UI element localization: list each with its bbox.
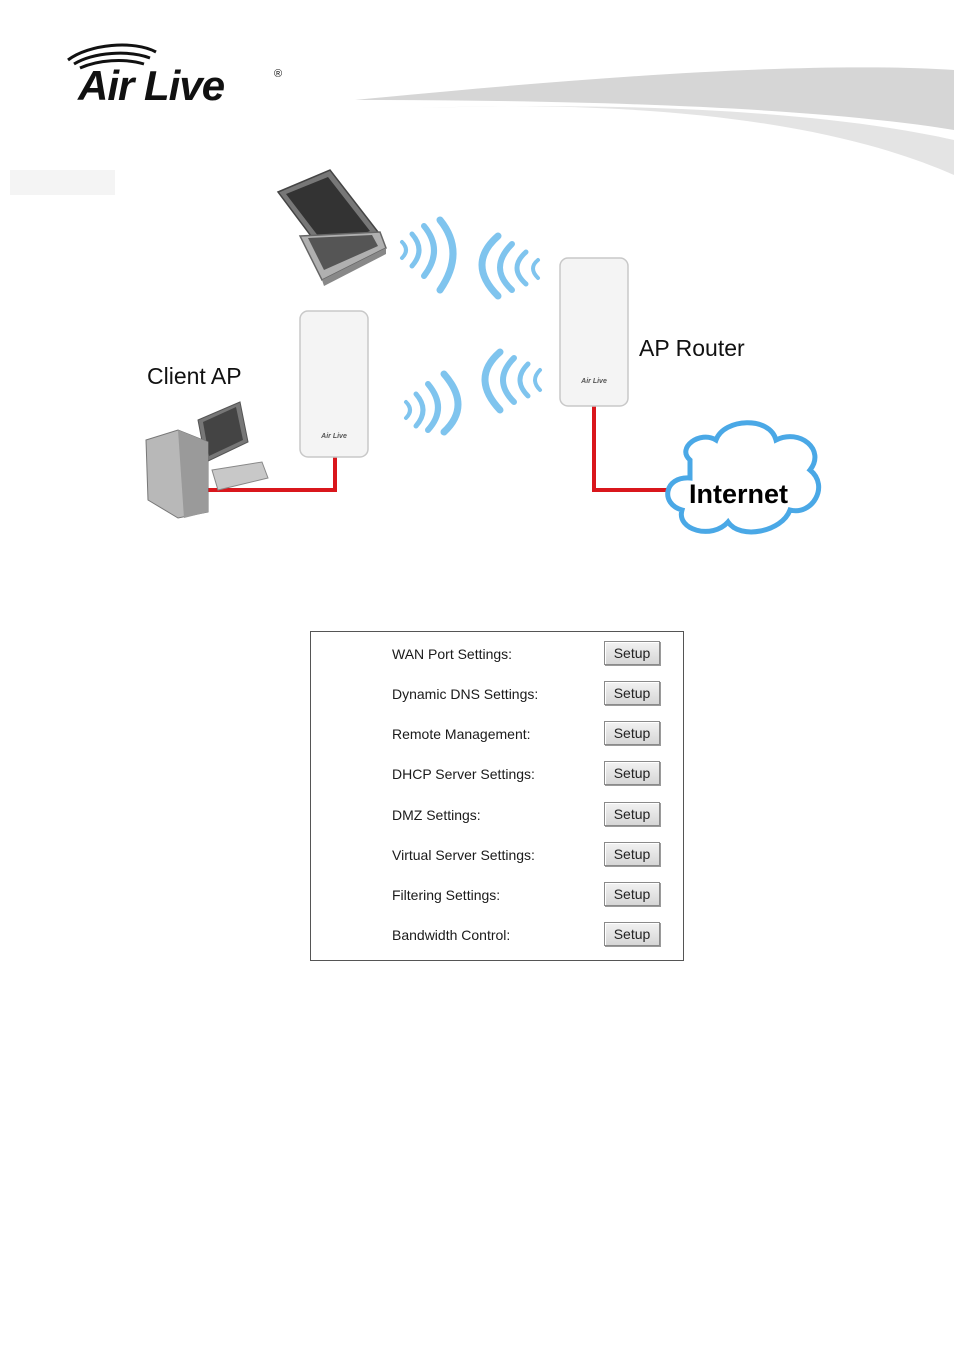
dmz-setup-button[interactable]: Setup bbox=[604, 802, 660, 826]
settings-panel: WAN Port Settings: Setup Dynamic DNS Set… bbox=[310, 631, 684, 961]
internet-label: Internet bbox=[689, 479, 788, 510]
dynamic-dns-settings-label: Dynamic DNS Settings: bbox=[392, 686, 538, 702]
logo-registered-mark: ® bbox=[274, 68, 282, 80]
client-ap-device: Air Live bbox=[300, 311, 368, 457]
dynamic-dns-setup-button[interactable]: Setup bbox=[604, 681, 660, 705]
settings-row-dmz: DMZ Settings: Setup bbox=[392, 802, 662, 828]
internet-cloud-icon bbox=[668, 423, 819, 532]
ap-router-label: AP Router bbox=[639, 335, 745, 362]
filtering-settings-label: Filtering Settings: bbox=[392, 887, 500, 903]
remote-management-label: Remote Management: bbox=[392, 726, 531, 742]
dmz-settings-label: DMZ Settings: bbox=[392, 807, 481, 823]
ap-router-device: Air Live bbox=[560, 258, 628, 406]
logo-text: Air Live bbox=[78, 62, 224, 110]
wireless-waves-upper bbox=[402, 220, 538, 296]
desktop-pc-icon bbox=[146, 402, 268, 518]
client-ap-label: Client AP bbox=[147, 363, 242, 390]
virtual-server-setup-button[interactable]: Setup bbox=[604, 842, 660, 866]
dhcp-server-settings-label: DHCP Server Settings: bbox=[392, 766, 535, 782]
router-link-line bbox=[594, 405, 690, 490]
bandwidth-control-label: Bandwidth Control: bbox=[392, 927, 510, 943]
ap-router-brand: Air Live bbox=[580, 378, 607, 385]
settings-row-remote: Remote Management: Setup bbox=[392, 721, 662, 747]
dhcp-server-setup-button[interactable]: Setup bbox=[604, 761, 660, 785]
settings-row-virtual-server: Virtual Server Settings: Setup bbox=[392, 842, 662, 868]
network-diagram: Air Live Air Live bbox=[0, 160, 954, 560]
filtering-setup-button[interactable]: Setup bbox=[604, 882, 660, 906]
laptop-icon bbox=[278, 170, 386, 286]
settings-row-dhcp: DHCP Server Settings: Setup bbox=[392, 761, 662, 787]
remote-management-setup-button[interactable]: Setup bbox=[604, 721, 660, 745]
wireless-waves-lower bbox=[406, 352, 540, 432]
client-ap-brand: Air Live bbox=[320, 433, 347, 440]
wan-port-setup-button[interactable]: Setup bbox=[604, 641, 660, 665]
settings-row-ddns: Dynamic DNS Settings: Setup bbox=[392, 681, 662, 707]
settings-row-filtering: Filtering Settings: Setup bbox=[392, 882, 662, 908]
wan-port-settings-label: WAN Port Settings: bbox=[392, 646, 512, 662]
settings-row-bandwidth: Bandwidth Control: Setup bbox=[392, 922, 662, 948]
bandwidth-control-setup-button[interactable]: Setup bbox=[604, 922, 660, 946]
virtual-server-settings-label: Virtual Server Settings: bbox=[392, 847, 535, 863]
settings-row-wan: WAN Port Settings: Setup bbox=[392, 641, 662, 667]
airlive-logo: Air Live ® bbox=[60, 40, 300, 110]
